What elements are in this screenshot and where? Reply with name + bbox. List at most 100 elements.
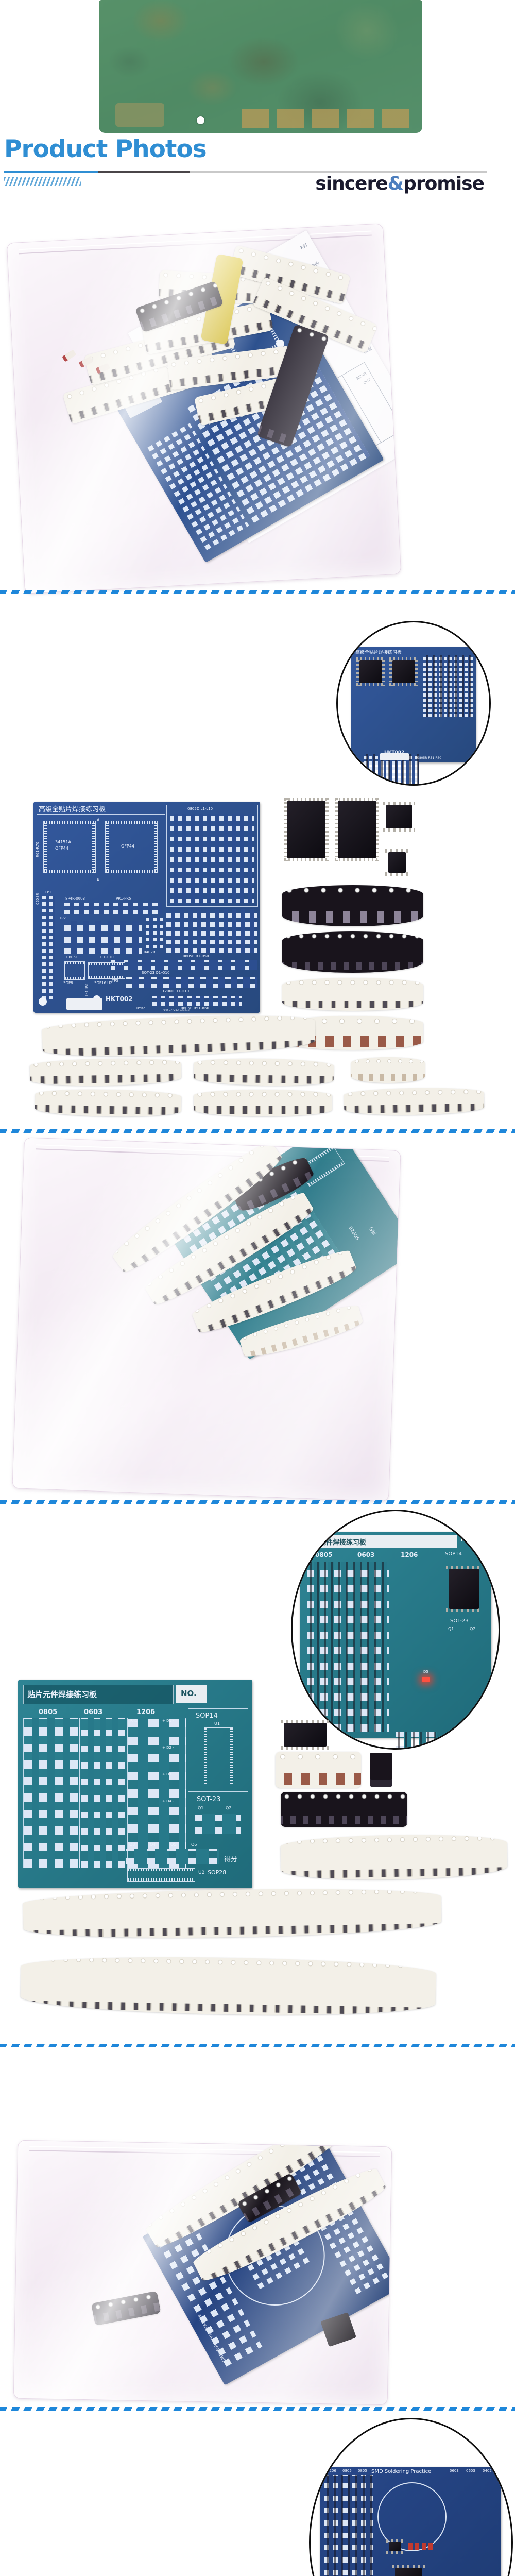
pad-grid [146,917,163,948]
row-label: 8P4R-0603 [65,896,85,901]
soic8-chip [386,2539,404,2554]
brand-label: HYDZ [136,1007,145,1010]
footprint-label: SOP8 [63,981,73,985]
ssop8-chip [385,849,409,876]
column-header: 0805 [358,2469,367,2473]
resistor-strip [194,1090,332,1116]
pcb-pad-blob [115,103,164,127]
pad-grid-0805 [23,1718,80,1868]
footprint-label: SOP16 U2 [94,981,112,985]
ref-label: Q4 [150,1842,156,1847]
sop16-footprint [88,962,125,979]
red-component-cluster [408,2543,433,2550]
sop28-footprint [127,1868,195,1882]
no-label: NO. [460,1536,474,1544]
header-rule-gray [190,171,487,173]
resistor-strip [193,1057,334,1087]
column-header: SOP14 [445,1551,462,1557]
assembled-pad-grid [307,1562,389,1732]
ref-label: Q1 [448,1626,454,1631]
resistor-strip [35,1088,182,1118]
qfp44-chip [335,798,379,861]
score-box [218,1850,248,1868]
ref-label: Q2 [226,1806,232,1810]
column-header: 0603 [466,2469,475,2473]
ref-label: + D1 - [162,1719,174,1723]
column-label: 0603R [36,893,40,905]
ref-label: Q3 [129,1842,135,1847]
column-header: 0402 [483,2469,492,2473]
ref-label: + D3 - [162,1772,174,1776]
paper-text: K灯 [299,243,309,251]
led-ring [377,2482,447,2551]
page-title: Product Photos [4,135,207,163]
column-header: 0805 [39,1708,58,1716]
single-component [370,1753,392,1787]
product-photo-bag-kit3: SMD Soldering Practice [13,2140,392,2405]
score-label: 得分 [224,1856,238,1863]
assembled-pad-grid [423,655,473,717]
section-separator [0,1129,515,1133]
sop14-panel: SOP14 U1 [188,1708,248,1792]
board-sticker [380,753,409,760]
sop16-chip [383,802,415,832]
magnifier-ellipse: SMD Soldering Practice 1206 0805 0805 06… [309,2418,513,2576]
pad-grid [170,814,254,903]
section-separator [0,590,515,594]
column-label: R61-R70 [36,841,40,857]
resistor-strip-long [41,1012,316,1060]
pad-grid-0603 [81,1718,126,1868]
hkt002-board-assembled: 高级全贴片焊接练习板 HKT002 0805R R51-R60 [351,647,476,784]
footprint-label: QFP44 [121,844,134,849]
area-label: 0805C [66,955,78,959]
assembled-pad-grid [396,1732,437,1748]
header-rule-dark [98,171,190,173]
panel-label: SOT-23 [197,1795,221,1803]
no-box [176,1685,207,1703]
ref-label: Q6 [191,1842,197,1847]
pad-grid [126,977,257,988]
board-title: 贴片元件焊接练习板 [27,1690,97,1699]
ref-label: + D2 - [162,1745,174,1750]
lit-red-led [422,1677,430,1682]
marker-b: B [97,877,100,882]
column-header: 0603 [357,1551,375,1558]
resistor-strip [280,1833,508,1882]
loose-diode [62,349,77,362]
area-label: SOT-23 [450,1618,469,1624]
column-header: 0603 [84,1708,103,1716]
ref-label: + D4 - [162,1799,174,1803]
section-separator [0,2407,515,2411]
panel-label: SOP28 [208,1869,227,1876]
qfp44-chip [389,657,418,686]
tp-label: TP5 [112,979,118,983]
capacitor-strip [351,1057,425,1083]
row-label: PR1-PR5 [116,896,131,901]
brand-logo: sincere&promise [315,173,485,194]
board-title: 高级全贴片焊接练习板 [355,650,402,655]
board-label: SOP28 [348,1225,362,1241]
diode-strip [276,1752,361,1788]
sop16-chip [446,1566,482,1612]
qfp44-chip [356,657,385,686]
ref-label: U2 [198,1870,205,1875]
board-row-label: 0805R R51-R60 [417,756,442,760]
magnifier-ellipse: 贴片元件焊接练习板 NO. 0805 0603 1206 SOP14 SOT-2… [291,1510,500,1750]
grid-label: 0805R R1-R50 [183,954,209,958]
smd-board-assembled: SMD Soldering Practice 1206 0805 0805 06… [320,2467,501,2576]
column-header: 0603 [450,2469,459,2473]
pad-grid [64,921,142,954]
pad-grid-1206 [127,1718,186,1868]
pad-grid [111,960,257,970]
pad-grid [152,996,242,1006]
row-label: 1206D D1-D10 [162,989,190,993]
panel-label: SOP14 [196,1712,218,1720]
resistor-strip-long [20,1954,436,2019]
column-header: 1206 [401,1551,418,1558]
ref-label: R41 [130,1719,138,1723]
product-photo-bag-kit1: K灯 接的 PR5 9 两 大小可 0 个 LED , 一、功 极管 VCC R… [6,223,402,594]
column-header: 0805 [342,2469,352,2473]
transistor-strip [281,1792,407,1827]
pad-grid [195,1814,241,1834]
ref-label: Q5 [170,1842,177,1847]
